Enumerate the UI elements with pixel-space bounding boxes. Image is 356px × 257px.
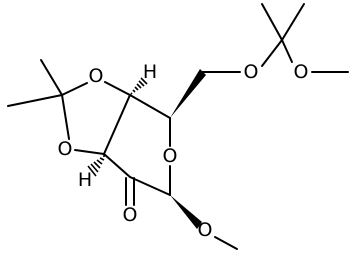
bond-methyl-upper — [40, 59, 63, 96]
atom-o-ether-ch2: O — [244, 61, 259, 83]
bond-lines — [7, 3, 349, 250]
bond-obottom-c3 — [74, 149, 105, 155]
hashed-bond-c3-h — [87, 155, 105, 177]
bond-cq-otop — [61, 82, 88, 96]
bond-otop-c4 — [104, 81, 131, 96]
bond-oether-cq — [261, 39, 283, 67]
bond-c4-c5 — [129, 94, 171, 119]
hashed-bond-c4-h — [130, 77, 148, 95]
stereo-bonds — [87, 69, 206, 229]
atom-o-pyran: O — [163, 145, 178, 167]
atom-o-methoxy: O — [198, 219, 213, 241]
atom-o-ring-bottom: O — [58, 138, 73, 160]
bond-cq-omethoxy — [281, 39, 293, 63]
bond-cq-obottom — [61, 94, 70, 140]
atom-h-top: H — [143, 61, 157, 83]
wedge-bond-c1-omethoxy — [170, 195, 202, 229]
bond-c4-c3 — [103, 94, 131, 155]
atom-h-bottom: H — [78, 169, 92, 191]
atom-o-carbonyl: O — [123, 204, 138, 226]
wedge-bond-c5-ch2 — [170, 69, 206, 118]
bond-c1-c2 — [129, 176, 171, 196]
bond-c2-c3 — [103, 153, 131, 178]
atom-labels: O O O O O O O H H — [58, 61, 309, 241]
atom-o-ring-top: O — [89, 65, 104, 87]
bond-cq-methyl-left — [261, 3, 283, 41]
bond-methyl-lower — [7, 94, 63, 107]
atom-o-ether-methoxy: O — [294, 61, 309, 83]
bond-omethoxy-ch3 — [214, 236, 238, 250]
bond-cq-methyl-right — [281, 3, 305, 41]
